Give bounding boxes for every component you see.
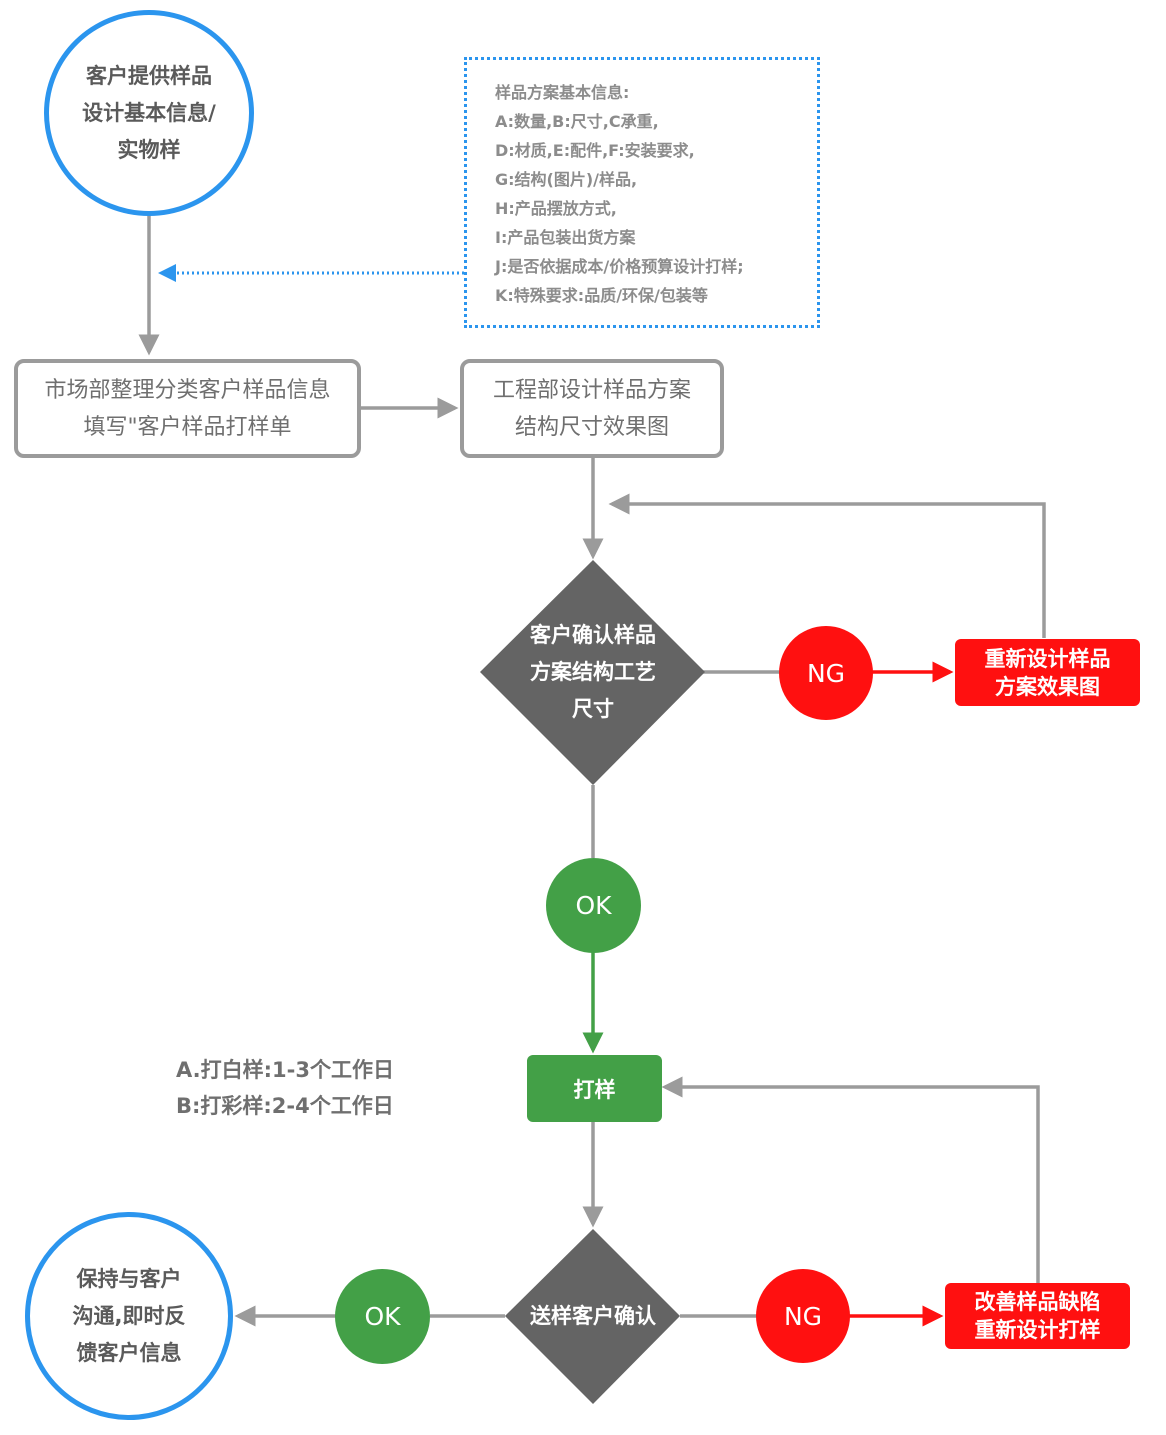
- ok-badge-design: OK: [546, 858, 641, 953]
- node-line: 沟通,即时反: [72, 1303, 186, 1328]
- node-marketing: 市场部整理分类客户样品信息 填写"客户样品打样单: [14, 359, 361, 458]
- arrow-info-head: [158, 264, 176, 282]
- node-keep-contact: 保持与客户 沟通,即时反 馈客户信息: [25, 1212, 233, 1420]
- info-line: I:产品包装出货方案: [495, 228, 636, 247]
- proofing-notes: A.打白样:1-3个工作日 B:打彩样:2-4个工作日: [176, 1052, 394, 1124]
- node-line: 送样客户确认: [530, 1303, 656, 1328]
- decision-diamond-confirm-design: [480, 560, 705, 785]
- note-line: B:打彩样:2-4个工作日: [176, 1094, 394, 1118]
- ng-badge-send: NG: [756, 1269, 850, 1363]
- ok-label: OK: [364, 1302, 401, 1331]
- confirm-design-label: 客户确认样品 方案结构工艺 尺寸: [493, 612, 693, 732]
- info-line: H:产品摆放方式,: [495, 199, 617, 218]
- note-line: A.打白样:1-3个工作日: [176, 1058, 394, 1082]
- node-line: 保持与客户: [76, 1266, 182, 1291]
- node-line: 改善样品缺陷: [974, 1290, 1101, 1314]
- node-proofing: 打样: [527, 1055, 662, 1122]
- node-line: 方案效果图: [995, 674, 1100, 699]
- node-line: 馈客户信息: [76, 1340, 182, 1365]
- info-line: J:是否依据成本/价格预算设计打样;: [495, 257, 744, 276]
- sample-info-box: 样品方案基本信息: A:数量,B:尺寸,C承重, D:材质,E:配件,F:安装要…: [464, 57, 820, 328]
- node-line: 客户确认样品: [530, 622, 656, 647]
- node-line: 市场部整理分类客户样品信息: [44, 377, 331, 403]
- info-line: K:特殊要求:品质/环保/包装等: [495, 286, 708, 305]
- node-line: 填写"客户样品打样单: [83, 414, 292, 440]
- arrow-improve-loop: [661, 1076, 1040, 1283]
- node-line: 结构尺寸效果图: [514, 414, 669, 440]
- ng-badge-design: NG: [779, 626, 873, 720]
- arrow-redesign-loop: [608, 493, 1046, 638]
- send-confirm-label: 送样客户确认: [513, 1296, 673, 1336]
- node-line: 设计基本信息/: [82, 100, 216, 125]
- info-line: 样品方案基本信息:: [495, 83, 630, 102]
- node-line: 客户提供样品: [86, 63, 212, 88]
- ok-label: OK: [575, 891, 612, 920]
- info-line: G:结构(图片)/样品,: [495, 170, 638, 189]
- node-customer-provides: 客户提供样品 设计基本信息/ 实物样: [44, 10, 254, 216]
- info-line: D:材质,E:配件,F:安装要求,: [495, 141, 695, 160]
- info-line: A:数量,B:尺寸,C承重,: [495, 112, 659, 131]
- ok-badge-send: OK: [335, 1269, 430, 1364]
- node-line: 重新设计打样: [974, 1318, 1101, 1342]
- ng-label: NG: [806, 658, 846, 688]
- node-improve: 改善样品缺陷 重新设计打样: [945, 1283, 1130, 1349]
- node-line: 工程部设计样品方案: [492, 377, 691, 403]
- node-engineering: 工程部设计样品方案 结构尺寸效果图: [460, 359, 724, 458]
- node-line: 尺寸: [572, 696, 614, 721]
- proofing-label: 打样: [573, 1077, 616, 1102]
- node-line: 实物样: [117, 137, 181, 162]
- node-line: 方案结构工艺: [530, 659, 656, 684]
- node-redesign: 重新设计样品 方案效果图: [955, 639, 1140, 706]
- node-line: 重新设计样品: [984, 646, 1111, 671]
- ng-label: NG: [783, 1301, 823, 1331]
- decision-diamond-send-confirm: [505, 1229, 680, 1404]
